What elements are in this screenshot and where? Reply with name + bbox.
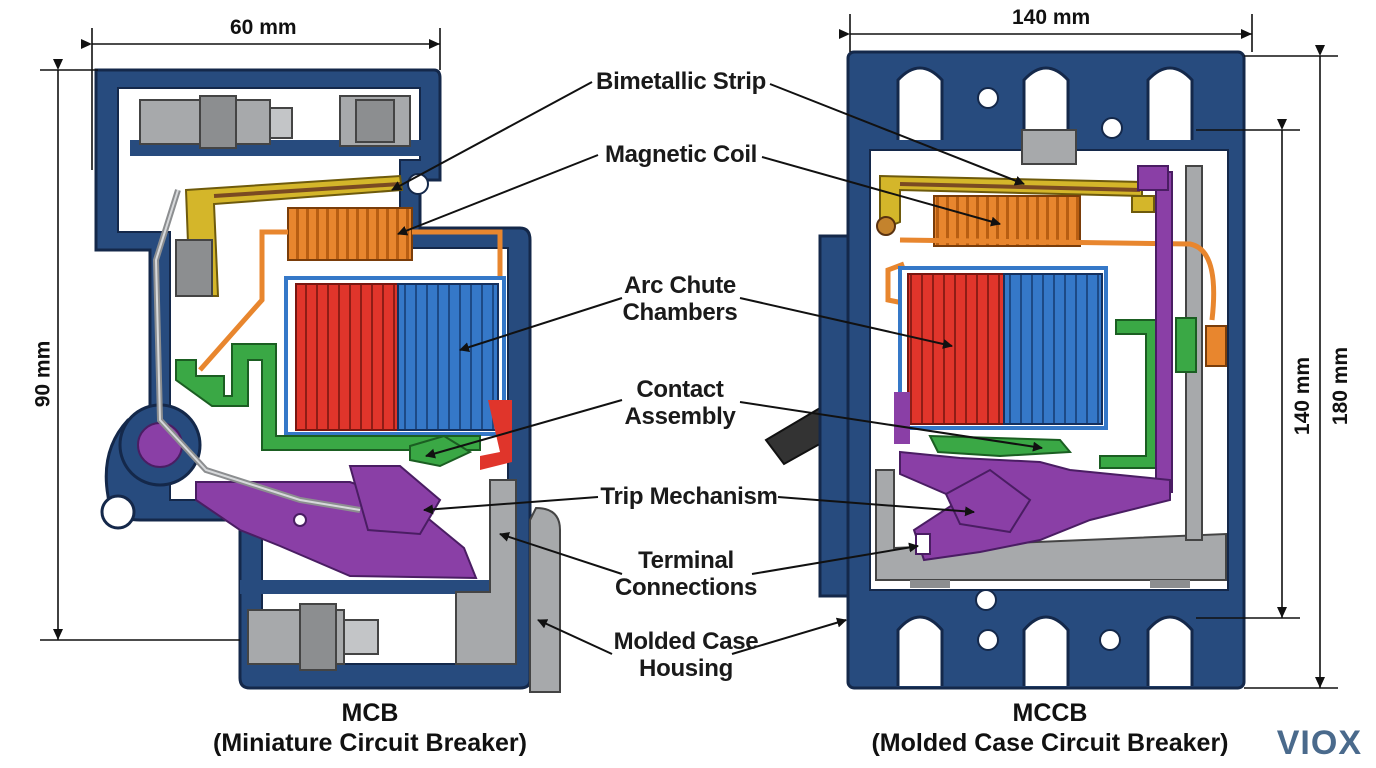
mcb-title: MCB (Miniature Circuit Breaker) [213,699,527,757]
mcb-magnetic-coil [287,207,413,261]
mccb-breaker [764,50,1246,690]
label-contact-assembly: Contact Assembly [624,376,736,430]
label-terminal-connections: Terminal Connections [614,547,758,601]
mcb-arc-chute [284,276,506,436]
label-magnetic-coil: Magnetic Coil [604,141,758,168]
mccb-arc-chute [894,266,1108,444]
mccb-bottom-slots [896,589,1194,686]
label-trip-mechanism: Trip Mechanism [600,483,778,510]
mcb-height-dimension: 90 mm [31,340,55,408]
mcb-breaker [94,68,561,693]
leader-lines [391,81,1043,655]
mcb-right-terminal [455,479,561,693]
mcb-bottom-terminal [247,603,379,671]
label-arc-chute-chambers: Arc Chute Chambers [622,272,738,326]
mccb-title: MCCB (Molded Case Circuit Breaker) [871,699,1229,757]
mccb-magnetic-coil [933,195,1081,247]
mccb-width-dimension: 140 mm [1012,6,1091,29]
dimension-lines [40,14,1338,689]
mccb-top-slots [896,66,1194,165]
mccb-inner-height-dimension: 140 mm [1291,354,1316,438]
label-bimetallic-strip: Bimetallic Strip [596,68,766,95]
mccb-height-dimension: 180 mm [1329,344,1354,428]
mcb-top-terminal [139,95,411,149]
label-molded-case-housing: Molded Case Housing [613,628,759,682]
mcb-width-dimension: 60 mm [230,16,297,39]
viox-logo: VIOX [1276,724,1362,762]
